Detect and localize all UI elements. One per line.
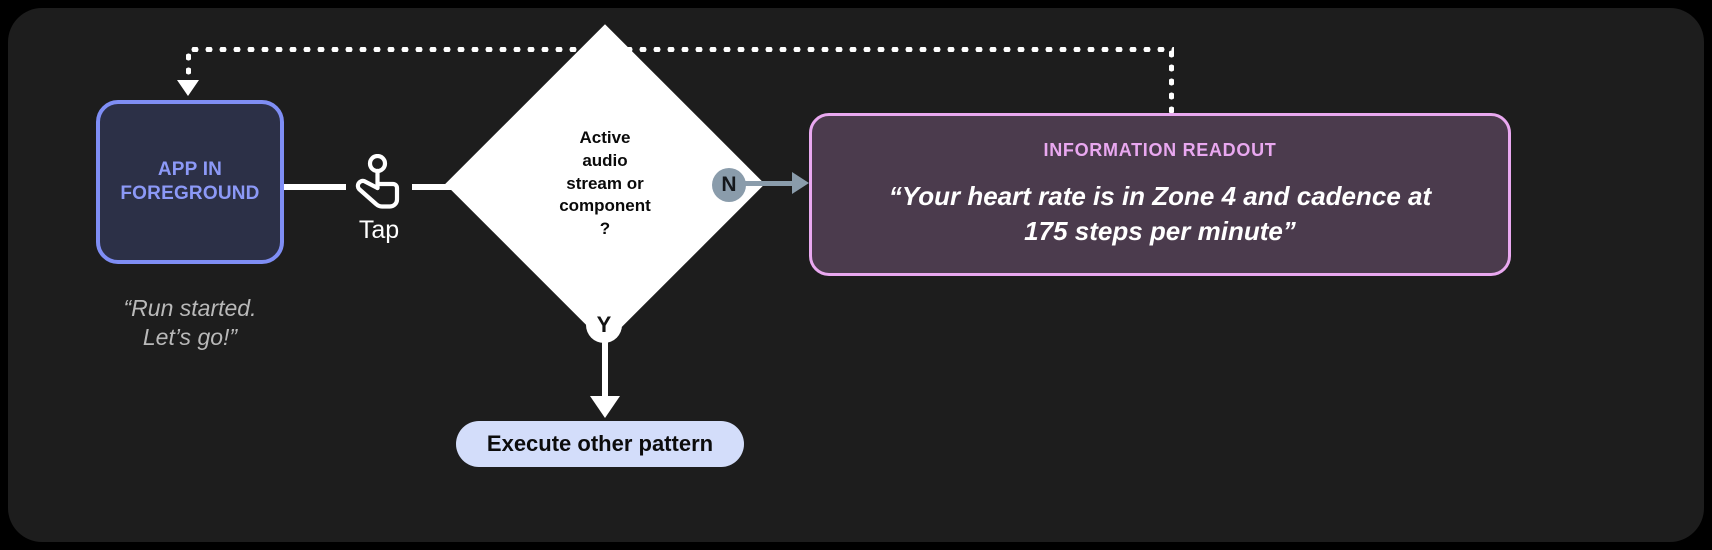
app-voice-caption: “Run started. Let’s go!” (123, 295, 257, 351)
feedback-loop-right-segment (1169, 47, 1174, 117)
tap-label: Tap (358, 216, 400, 244)
node-information-readout[interactable]: INFORMATION READOUT “Your heart rate is … (809, 113, 1511, 276)
feedback-loop-top-segment (188, 47, 1174, 52)
connector-no-to-readout (745, 181, 797, 186)
branch-badge-no: N (712, 168, 746, 202)
readout-title: INFORMATION READOUT (1043, 140, 1277, 161)
tap-hand-icon (346, 153, 408, 212)
node-app-in-foreground[interactable]: APP IN FOREGROUND (96, 100, 284, 264)
connector-yes-to-execute (602, 342, 608, 400)
execute-arrowhead-icon (590, 396, 620, 418)
decision-label: Active audio stream or component ? (559, 128, 651, 239)
branch-badge-yes: Y (586, 307, 622, 343)
node-execute-other-pattern[interactable]: Execute other pattern (456, 421, 744, 467)
connector-decision-to-yes-badge (602, 297, 608, 309)
readout-body: “Your heart rate is in Zone 4 and cadenc… (888, 181, 1432, 246)
diagram-canvas: APP IN FOREGROUND “Run started. Let’s go… (8, 8, 1704, 542)
connector-app-to-tap (284, 184, 346, 190)
node-decision-audio-stream[interactable]: Active audio stream or component ? (445, 24, 765, 344)
feedback-loop-left-segment (186, 50, 191, 86)
app-box-label: APP IN FOREGROUND (120, 158, 260, 204)
readout-arrowhead-icon (792, 172, 809, 194)
feedback-loop-arrowhead-icon (177, 80, 199, 96)
